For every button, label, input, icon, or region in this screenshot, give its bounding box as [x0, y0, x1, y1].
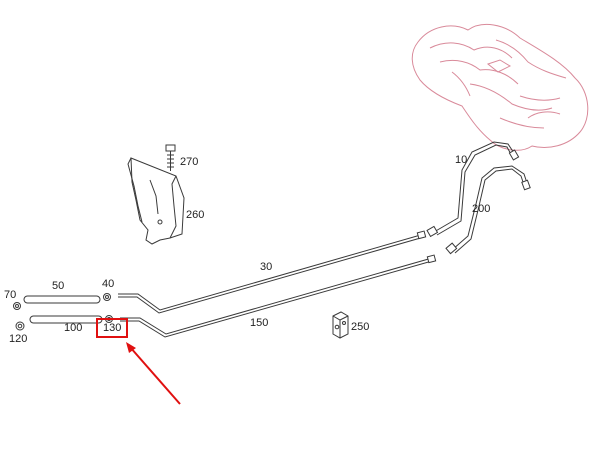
- callout-50: 50: [52, 280, 64, 292]
- callout-130: 130: [103, 322, 121, 334]
- callout-30: 30: [260, 261, 272, 273]
- fuel-tank-drawing: [411, 23, 589, 151]
- callout-10: 10: [455, 154, 467, 166]
- callout-200: 200: [472, 203, 490, 215]
- callout-120: 120: [9, 333, 27, 345]
- callout-270: 270: [180, 156, 198, 168]
- callout-260: 260: [186, 209, 204, 221]
- fuel-lines-10-200-drawing: [426, 141, 531, 255]
- callout-150: 150: [250, 317, 268, 329]
- callout-250: 250: [351, 321, 369, 333]
- callout-40: 40: [102, 278, 114, 290]
- cover-plate-260-drawing: [127, 157, 185, 245]
- highlight-box: [96, 318, 128, 338]
- callout-100: 100: [64, 322, 82, 334]
- highlight-arrow: [126, 342, 181, 405]
- clamps-70-120-drawing: [13, 302, 25, 331]
- connector-250-drawing: [332, 311, 349, 339]
- hoses-50-100-drawing: [23, 295, 103, 324]
- fuel-lines-30-150-drawing: [118, 230, 437, 338]
- screw-270-drawing: [165, 144, 176, 171]
- callout-70: 70: [4, 289, 16, 301]
